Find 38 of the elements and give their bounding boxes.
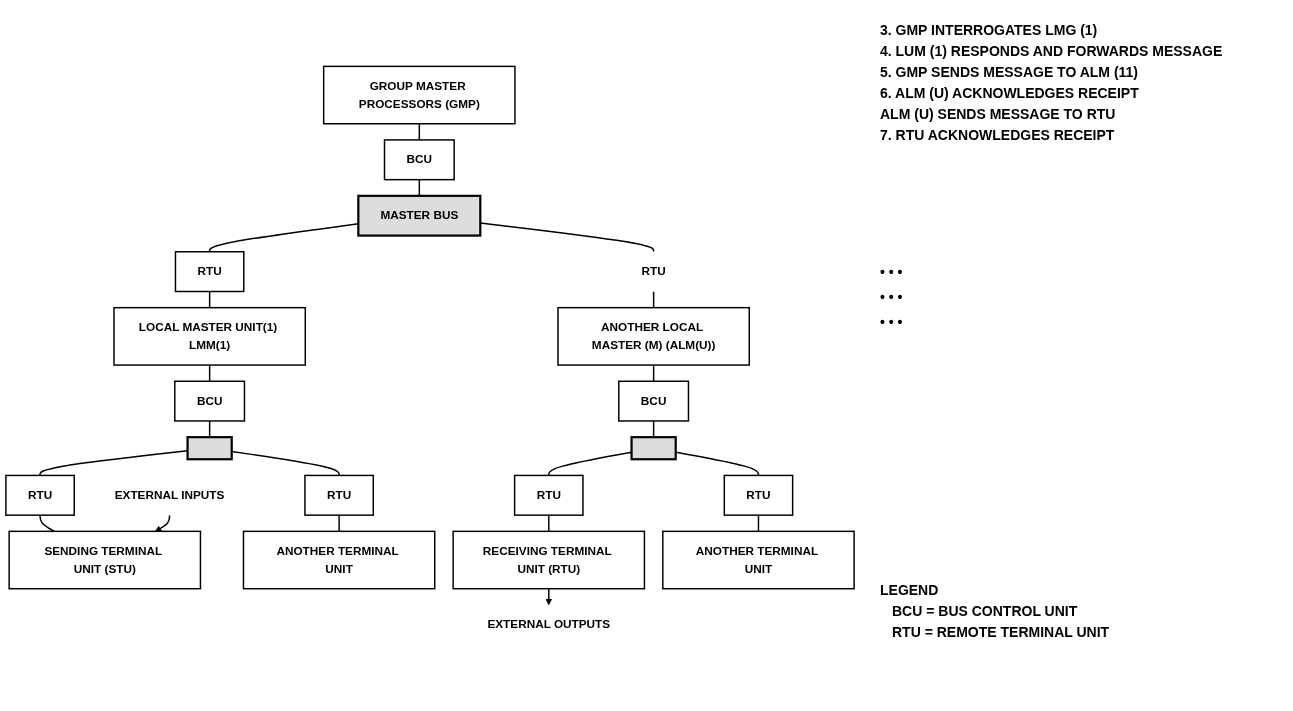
step-note: 7. RTU ACKNOWLEDGES RECEIPT	[880, 126, 1116, 145]
node-box: RTU	[513, 474, 584, 516]
legend-title: LEGEND	[880, 581, 940, 600]
ellipsis-dots: • • •	[880, 263, 903, 282]
node-box: RTU	[304, 474, 374, 516]
step-note: 4. LUM (1) RESPONDS AND FORWARDS MESSAGE	[880, 42, 1223, 61]
node-box: MASTER BUS	[357, 194, 482, 237]
connector	[338, 514, 340, 533]
node-bar	[186, 436, 233, 461]
node-text: EXTERNAL INPUTS	[114, 488, 225, 502]
node-box: GROUP MASTER PROCESSORS (GMP)	[322, 65, 516, 125]
legend-entry: BCU = BUS CONTROL UNIT	[891, 602, 1079, 621]
node-box: ANOTHER TERMINAL UNIT	[242, 530, 436, 590]
node-text: EXTERNAL OUTPUTS	[487, 618, 611, 631]
node-box: RTU	[5, 474, 75, 516]
node-box: ANOTHER LOCAL MASTER (M) (ALM(U))	[557, 306, 750, 366]
node-bar	[630, 436, 677, 461]
arrow	[155, 514, 171, 532]
node-box: RTU	[174, 251, 245, 293]
step-note: 5. GMP SENDS MESSAGE TO ALM (11)	[880, 63, 1139, 82]
connector	[548, 514, 550, 533]
node-text: RTU	[641, 265, 666, 278]
node-box: SENDING TERMINAL UNIT (STU)	[8, 530, 202, 590]
ellipsis-dots: • • •	[880, 288, 903, 308]
step-note: 6. ALM (U) ACKNOWLEDGES RECEIPT	[880, 84, 1140, 103]
node-box: LOCAL MASTER UNIT(1) LMM(1)	[113, 306, 306, 366]
connector	[39, 514, 56, 533]
step-note: 3. GMP INTERROGATES LMG (1)	[880, 21, 1099, 40]
node-box: BCU	[383, 139, 455, 181]
node-box: RTU	[723, 474, 794, 516]
node-box: RECEIVING TERMINAL UNIT (RTU)	[452, 530, 646, 590]
ellipsis-dots: • • •	[880, 313, 903, 333]
node-box: BCU	[174, 380, 246, 422]
node-box: BCU	[618, 380, 690, 422]
step-note: ALM (U) SENDS MESSAGE TO RTU	[880, 105, 1117, 124]
arrow	[545, 588, 552, 606]
legend-entry: RTU = REMOTE TERMINAL UNIT	[891, 623, 1110, 642]
node-box: ANOTHER TERMINAL UNIT	[662, 530, 855, 590]
